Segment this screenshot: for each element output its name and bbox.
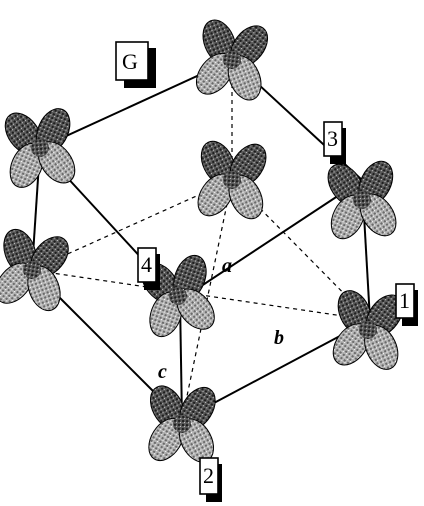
axis-label-b: b bbox=[274, 327, 284, 349]
label-box bbox=[115, 41, 149, 81]
cell-edges-dashed bbox=[31, 60, 371, 421]
site-label-2: 2 bbox=[199, 457, 222, 502]
label-box bbox=[395, 283, 415, 319]
label-4-text: 4 bbox=[141, 252, 152, 277]
label-1-text: 1 bbox=[399, 288, 410, 313]
site-label-3: 3 bbox=[323, 121, 346, 164]
orbital-center bbox=[189, 133, 275, 227]
axis-label-a: a bbox=[222, 255, 232, 277]
label-box bbox=[137, 247, 157, 283]
site-label-G: G bbox=[115, 41, 156, 88]
label-3-text: 3 bbox=[327, 126, 338, 151]
site-label-1: 1 bbox=[395, 283, 418, 326]
label-2-text: 2 bbox=[203, 463, 214, 488]
label-box bbox=[199, 457, 219, 495]
label-box bbox=[323, 121, 343, 157]
edge-mid-right bbox=[179, 179, 363, 301]
cell-edges-solid bbox=[31, 59, 371, 421]
axis-label-c: c bbox=[158, 361, 167, 383]
orbitals bbox=[0, 11, 413, 470]
site-label-4: 4 bbox=[137, 247, 160, 290]
label-G-text: G bbox=[122, 49, 138, 74]
